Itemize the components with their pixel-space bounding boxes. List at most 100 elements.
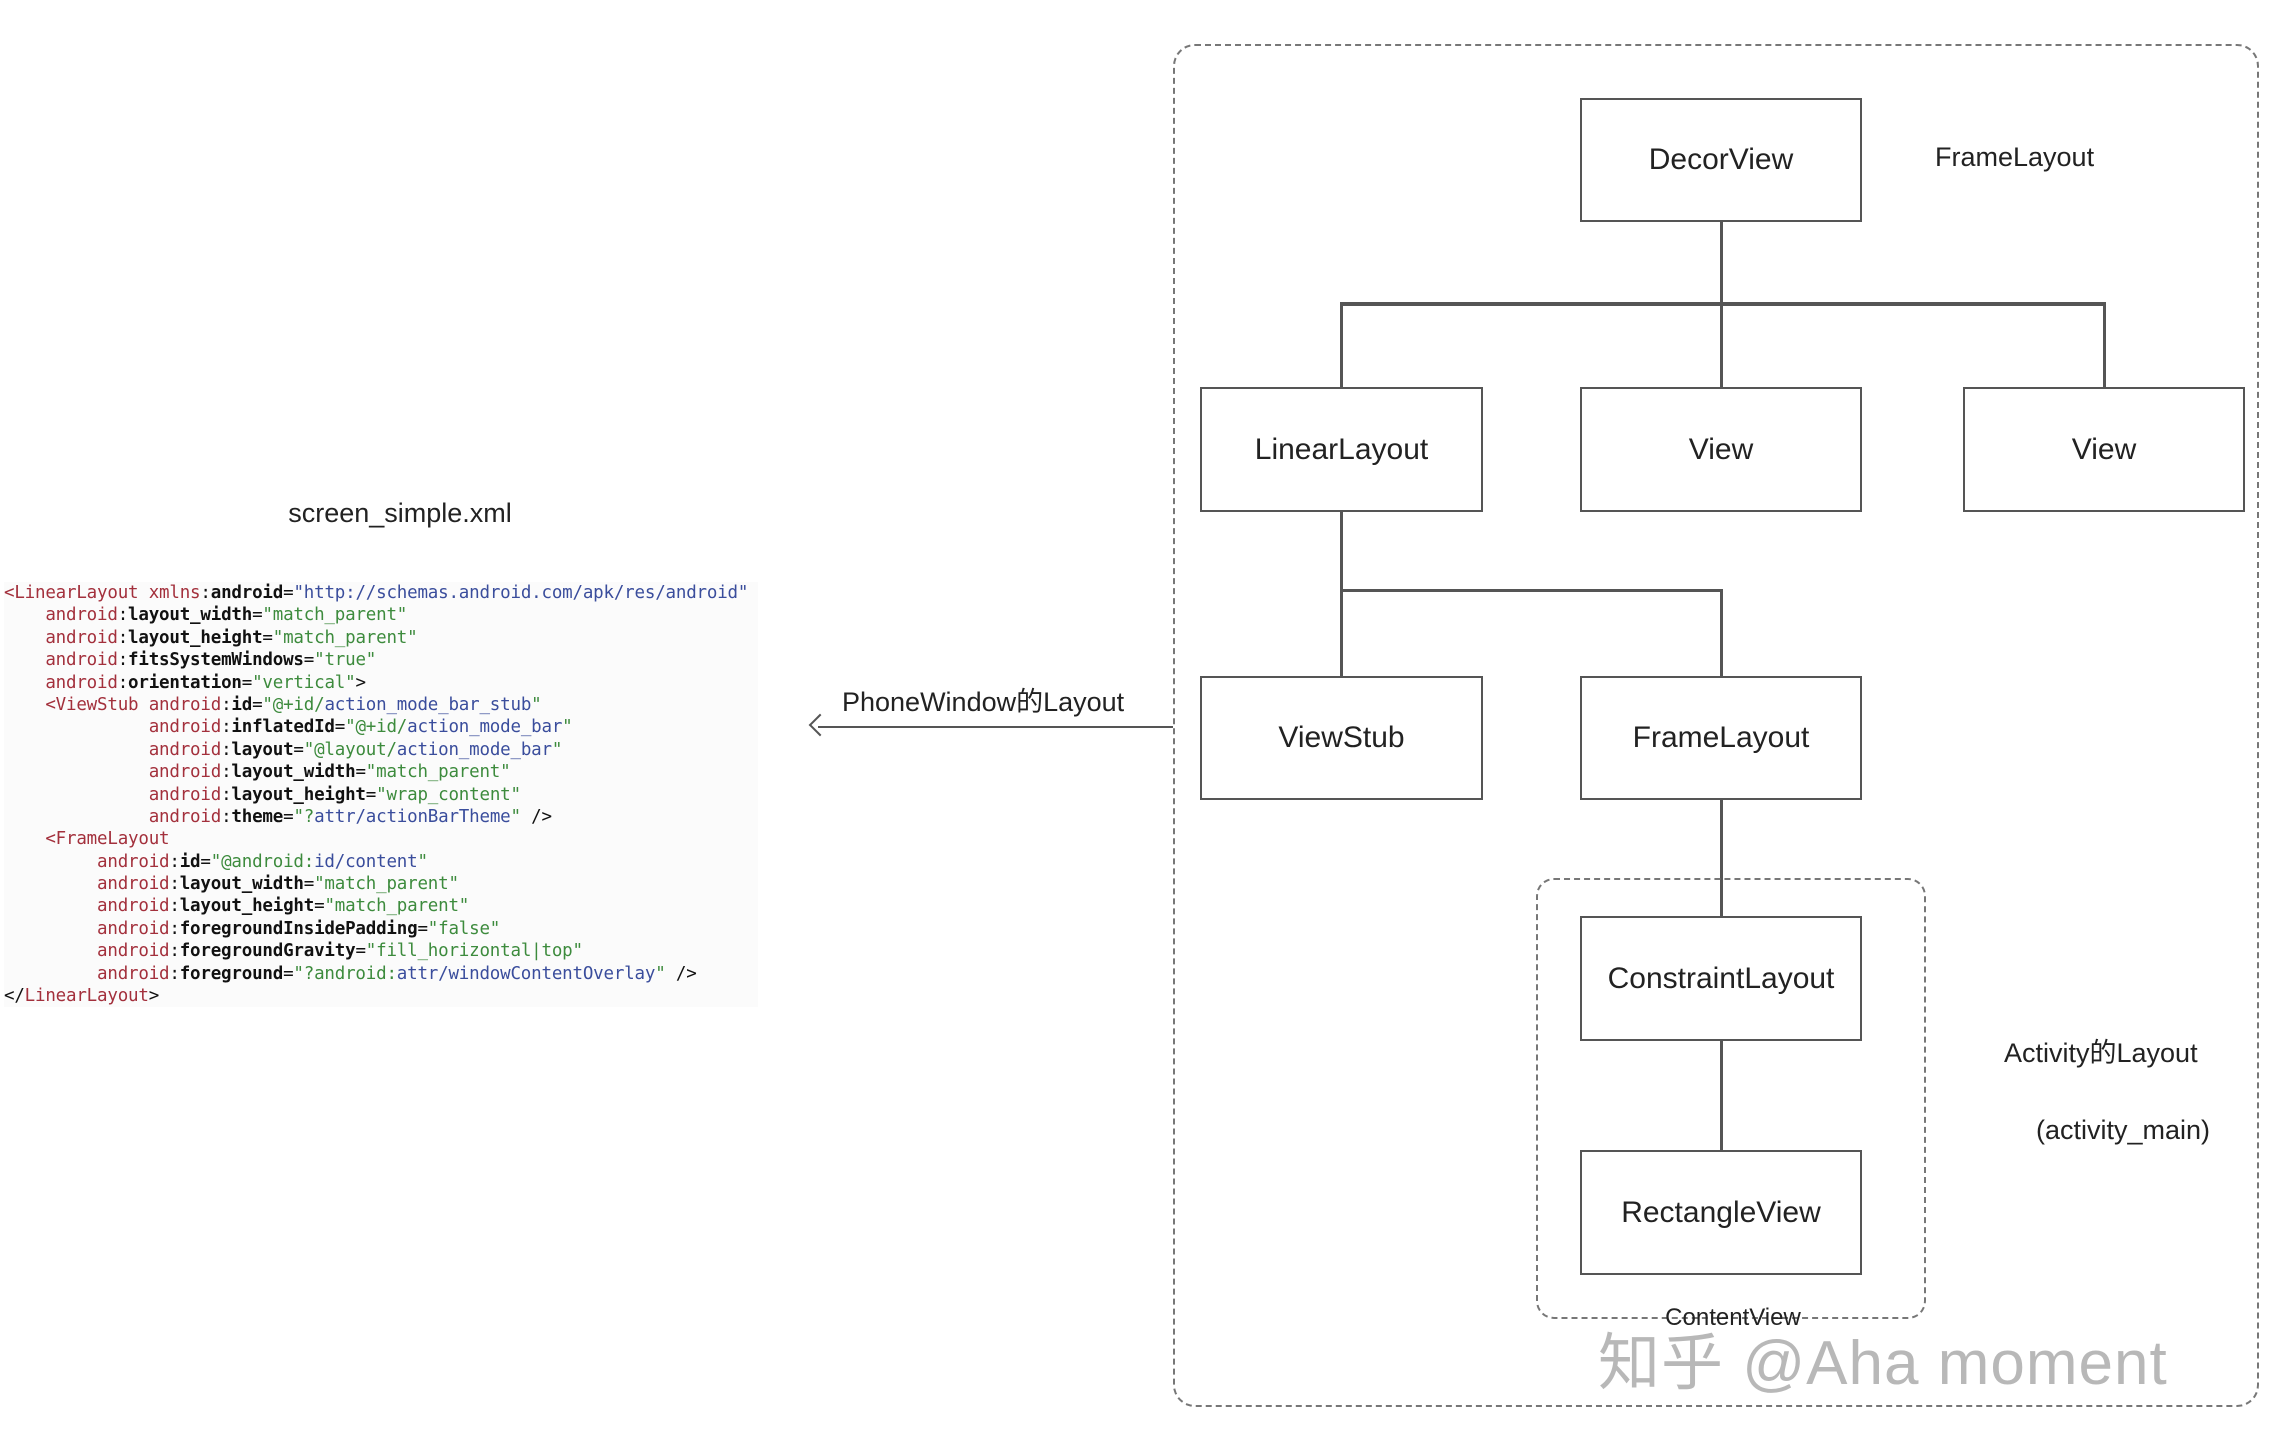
code-token: android (4, 806, 222, 827)
code-line: android:foregroundInsidePadding="false" (4, 918, 748, 940)
code-token: = (303, 650, 315, 671)
xml-file-title: screen_simple.xml (288, 498, 512, 528)
code-token: fitsSystemWindows (128, 650, 304, 671)
watermark: 知乎 @Aha moment (1598, 1329, 2168, 1398)
code-token: orientation (128, 672, 242, 693)
node-framelayout: FrameLayout (1580, 676, 1862, 800)
code-token: layout_width (231, 762, 356, 783)
code-token: LinearLayout (24, 986, 149, 1007)
code-token: : (221, 762, 232, 783)
code-line: android:layout_height="match_parent" (4, 895, 748, 917)
activity-main-label: (activity_main) (2036, 1115, 2211, 1145)
code-token: = (365, 784, 377, 805)
node-decorview: DecorView (1580, 98, 1862, 222)
arrow-left-icon (808, 713, 832, 737)
code-token: foreground (179, 963, 284, 984)
code-token: = (252, 605, 263, 626)
connector-line (1340, 511, 1343, 677)
code-token: "@+id/ (345, 717, 408, 738)
connector-line (1340, 304, 1343, 388)
code-token: <ViewStub android (4, 694, 222, 715)
code-token: action_mode_bar (407, 717, 563, 738)
code-token: " (655, 963, 666, 984)
code-line: android:layout_width="match_parent" (4, 873, 748, 895)
code-token: id/content (314, 851, 418, 872)
code-line: android:layout_width="match_parent" (4, 604, 748, 626)
code-token: theme (231, 806, 284, 827)
code-token: = (355, 762, 366, 783)
code-line: android:layout="@layout/action_mode_bar" (4, 739, 748, 761)
code-token: "fill_horizontal|top" (365, 941, 583, 962)
code-line: android:layout_height="match_parent" (4, 627, 748, 649)
code-line: <ViewStub android:id="@+id/action_mode_b… (4, 694, 748, 716)
code-token: : (117, 650, 129, 671)
code-token: "match_parent" (365, 762, 511, 783)
code-token: android (4, 717, 222, 738)
code-token: layout_width (128, 605, 253, 626)
code-token: id (231, 694, 253, 715)
connector-line (1720, 589, 1723, 677)
code-token: action_mode_bar (396, 739, 552, 760)
code-token: : (117, 627, 129, 648)
code-token: layout_height (179, 896, 315, 917)
code-token: = (283, 806, 294, 827)
code-token: : (221, 784, 232, 805)
code-token: : (169, 896, 180, 917)
code-token: = (241, 672, 253, 693)
activity-layout-label: Activity的Layout (2004, 1038, 2198, 1068)
code-token: </ (4, 986, 25, 1007)
code-token: = (252, 694, 263, 715)
code-token: " (551, 739, 563, 760)
code-token: : (200, 583, 211, 603)
code-token: inflatedId (231, 717, 335, 738)
code-token: : (221, 806, 232, 827)
code-token: android (4, 963, 170, 984)
code-token: "vertical" (252, 672, 356, 693)
code-token: android (210, 583, 284, 603)
code-token: "wrap_content" (376, 784, 521, 805)
code-token: : (221, 694, 232, 715)
code-token: "http://schemas.android.com/apk/res/andr… (293, 583, 749, 603)
code-token: "match_parent" (324, 896, 470, 917)
code-token: = (200, 851, 211, 872)
code-line: android:orientation="vertical"> (4, 672, 748, 694)
code-token: "true" (314, 650, 377, 671)
code-token: > (355, 672, 366, 693)
code-token: android (4, 874, 170, 895)
code-token: : (169, 941, 180, 962)
code-token: /> (665, 963, 697, 984)
code-token: android (4, 941, 170, 962)
code-token: = (303, 874, 315, 895)
code-token: android (4, 627, 118, 648)
code-token: layout_height (231, 784, 366, 805)
code-token: "?android: (293, 963, 397, 984)
code-token: : (117, 605, 129, 626)
code-token: android (4, 672, 118, 693)
code-token: : (117, 672, 129, 693)
code-token: "@layout/ (303, 739, 397, 760)
code-line: android:fitsSystemWindows="true" (4, 649, 748, 671)
code-token: action_mode_bar_stub (324, 694, 532, 715)
code-line: </LinearLayout> (4, 985, 748, 1007)
code-token: "match_parent" (262, 605, 408, 626)
code-token: android (4, 650, 118, 671)
code-token: foregroundGravity (179, 941, 356, 962)
code-token: = (355, 941, 366, 962)
code-token: <FrameLayout (4, 829, 170, 850)
code-token: : (221, 739, 232, 760)
code-token: = (262, 627, 273, 648)
code-line: android:layout_width="match_parent" (4, 761, 748, 783)
code-token: /> (520, 806, 552, 827)
phonewindow-layout-label: PhoneWindow的Layout (842, 687, 1125, 717)
code-token: android (4, 762, 222, 783)
code-token: layout_height (128, 627, 263, 648)
code-line: <FrameLayout (4, 828, 748, 850)
connector-line (1720, 304, 1723, 388)
code-token: "@android: (210, 851, 315, 872)
code-line: android:theme="?attr/actionBarTheme" /> (4, 806, 748, 828)
connector-line (1720, 799, 1723, 917)
code-token: "@+id/ (262, 694, 325, 715)
code-token: " (510, 806, 522, 827)
code-token: : (169, 918, 180, 939)
phonewindow-layout-group (1173, 44, 2259, 1407)
